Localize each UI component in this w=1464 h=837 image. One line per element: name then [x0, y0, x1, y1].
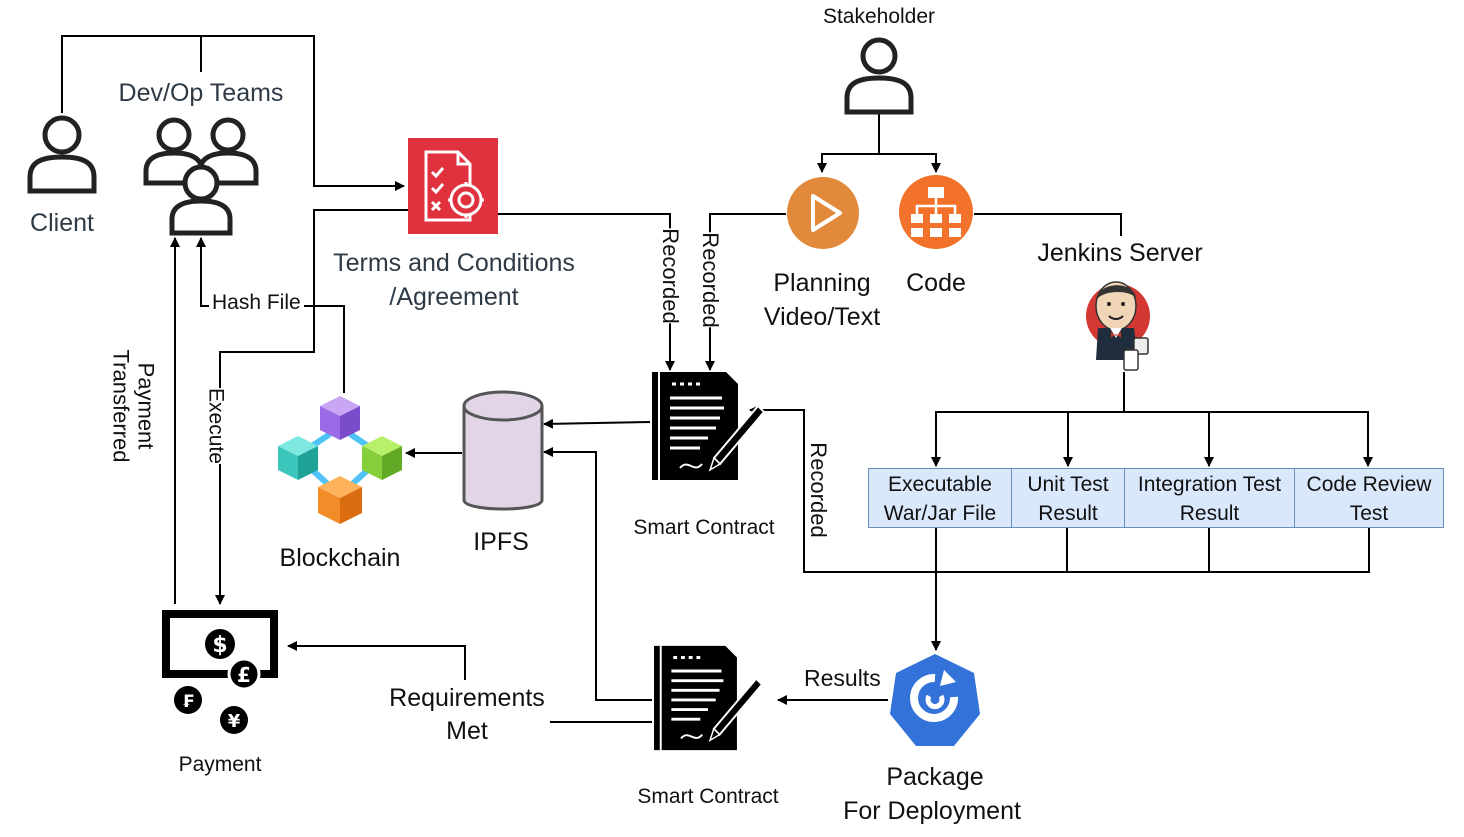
edge-label-requirements-line2: Met: [446, 717, 488, 745]
checklist-document-icon: [408, 138, 498, 234]
svg-text:$: $: [212, 633, 227, 658]
edge-label-recorded-planning: Recorded: [696, 232, 724, 328]
edge-client-to-terms: [61, 35, 405, 191]
play-video-icon: [787, 177, 859, 249]
edge-jenkins-fanout: [931, 372, 1125, 467]
planning-label-line2: Video/Text: [763, 303, 881, 331]
package-label-line1: Package: [886, 763, 984, 791]
client-label: Client: [30, 209, 94, 237]
jenkins-label: Jenkins Server: [1037, 239, 1203, 267]
ipfs-label: IPFS: [473, 528, 529, 556]
smart-contract-top-label: Smart Contract: [633, 516, 775, 539]
edge-hash-file: [196, 237, 345, 393]
code-label: Code: [906, 269, 966, 297]
dev-op-teams-label: Dev/Op Teams: [118, 79, 284, 107]
smart-contract-icon-top: [652, 372, 766, 480]
svg-text:₣: ₣: [182, 692, 194, 712]
edge-label-results: Results: [804, 665, 881, 691]
edge-terms-recorded: [498, 213, 675, 371]
terms-label-line1: Terms and Conditions: [333, 249, 575, 277]
payment-label: Payment: [178, 753, 262, 776]
smart-contract-bottom-label: Smart Contract: [637, 785, 779, 808]
deployment-package-icon: [890, 654, 980, 746]
ipfs-storage-icon: [462, 390, 544, 511]
edge-label-hash-file: Hash File: [209, 291, 304, 314]
payment-money-icon: $ £ ₣ ¥: [162, 610, 278, 734]
svg-text:¥: ¥: [228, 711, 241, 732]
client-person-icon: [27, 115, 97, 194]
stakeholder-label: Stakeholder: [822, 5, 936, 28]
edge-label-payment-transferred: Payment Transferred: [108, 349, 159, 463]
edge-contract-ipfs: [543, 418, 651, 429]
edge-label-recorded-terms: Recorded: [656, 228, 684, 324]
edge-stakeholder-code: [879, 153, 941, 173]
edge-label-requirements-line1: Requirements: [389, 684, 545, 712]
blockchain-label: Blockchain: [279, 544, 401, 572]
planning-label-line1: Planning: [773, 269, 871, 297]
edge-label-execute: Execute: [202, 388, 230, 464]
svg-text:£: £: [237, 663, 251, 687]
package-label-line2: For Deployment: [843, 797, 1021, 825]
edge-outputs-recorded: [749, 405, 1370, 573]
blockchain-cubes-icon: [278, 396, 402, 524]
smart-contract-icon-bottom: [654, 645, 764, 751]
team-group-icon: [143, 117, 259, 236]
edge-label-recorded-outputs: Recorded: [806, 442, 831, 538]
terms-label-line2: /Agreement: [389, 283, 519, 311]
edge-stakeholder-split: [817, 113, 880, 173]
edge-code-jenkins: [974, 213, 1122, 236]
jenkins-butler-icon: [1086, 281, 1150, 371]
edge-contract2-ipfs: [543, 447, 652, 701]
stakeholder-person-icon: [844, 37, 914, 115]
code-hierarchy-icon: [899, 175, 973, 249]
